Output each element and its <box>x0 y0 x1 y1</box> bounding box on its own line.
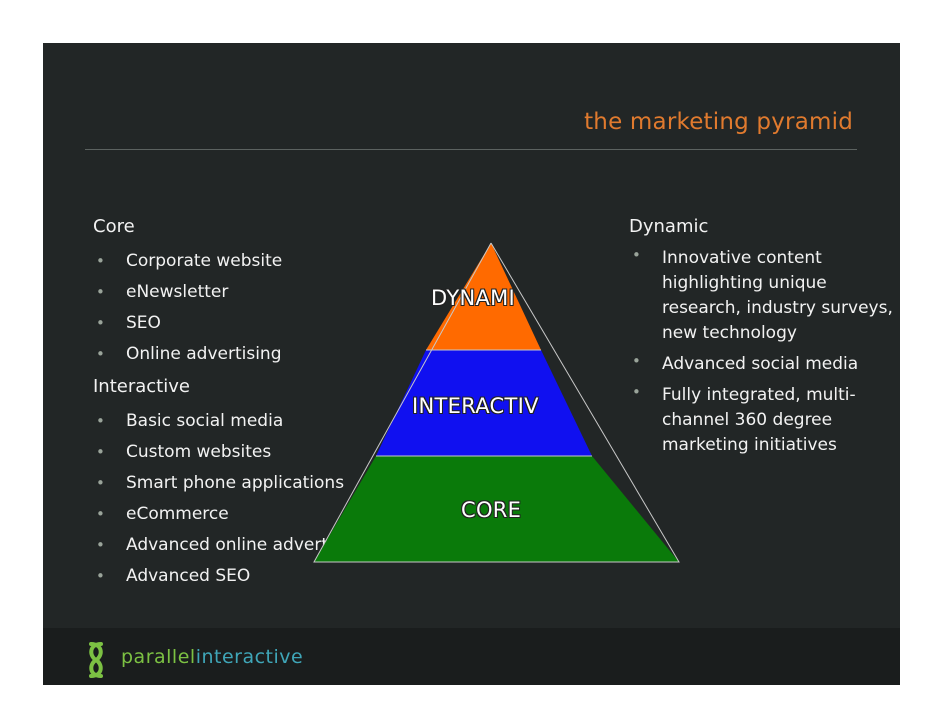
bullet-icon: • <box>632 352 641 370</box>
list-item: •Fully integrated, multi-channel 360 deg… <box>629 383 894 458</box>
list-item: •Online advertising <box>93 339 423 370</box>
logo-text-parallel: parallel <box>121 646 196 668</box>
slide-title: the marketing pyramid <box>584 109 853 135</box>
title-divider <box>85 149 857 150</box>
interactive-heading: Interactive <box>93 376 190 397</box>
bullet-icon: • <box>96 505 105 523</box>
pyramid-outline <box>313 242 680 563</box>
bullet-icon: • <box>632 246 641 264</box>
bullet-icon: • <box>96 345 105 363</box>
dynamic-heading: Dynamic <box>629 216 709 237</box>
pyramid-label-interactive: INTERACTIV <box>412 394 539 418</box>
footer-bar <box>43 628 900 685</box>
list-item: •Advanced SEO <box>93 561 423 592</box>
list-item: •Smart phone applications <box>93 468 423 499</box>
right-column: Dynamic •Innovative content highlighting… <box>629 216 894 464</box>
marketing-pyramid <box>313 242 680 563</box>
pyramid-tier-interactive <box>376 350 592 456</box>
pyramid-label-dynamic: DYNAMI <box>431 286 516 310</box>
pyramid-label-core: CORE <box>461 498 522 522</box>
bullet-icon: • <box>96 412 105 430</box>
core-heading: Core <box>93 216 135 237</box>
pyramid-tier-core <box>314 456 679 562</box>
core-list: •Corporate website •eNewsletter •SEO •On… <box>93 246 423 370</box>
bullet-icon: • <box>96 443 105 461</box>
slide: the marketing pyramid Core •Corporate we… <box>43 43 900 685</box>
bullet-icon: • <box>96 567 105 585</box>
list-item: •eCommerce <box>93 499 423 530</box>
left-column: Core •Corporate website •eNewsletter •SE… <box>93 216 423 592</box>
bullet-icon: • <box>96 283 105 301</box>
bullet-icon: • <box>632 383 641 401</box>
bullet-icon: • <box>96 536 105 554</box>
list-item: •Corporate website <box>93 246 423 277</box>
interactive-list: •Basic social media •Custom websites •Sm… <box>93 406 423 592</box>
bullet-icon: • <box>96 314 105 332</box>
list-item: •Custom websites <box>93 437 423 468</box>
bullet-icon: • <box>96 474 105 492</box>
pyramid-tier-dynamic <box>426 243 541 350</box>
list-item: •Innovative content highlighting unique … <box>629 246 894 346</box>
list-item: •eNewsletter <box>93 277 423 308</box>
bullet-icon: • <box>96 252 105 270</box>
parallel-interactive-logo-icon <box>89 642 103 678</box>
list-item: •SEO <box>93 308 423 339</box>
logo-text-interactive: interactive <box>195 646 304 668</box>
dynamic-list: •Innovative content highlighting unique … <box>629 246 894 458</box>
list-item: •Basic social media <box>93 406 423 437</box>
list-item: •Advanced online advertising <box>93 530 423 561</box>
list-item: •Advanced social media <box>629 352 894 377</box>
company-logo: parallelinteractive <box>121 646 303 668</box>
